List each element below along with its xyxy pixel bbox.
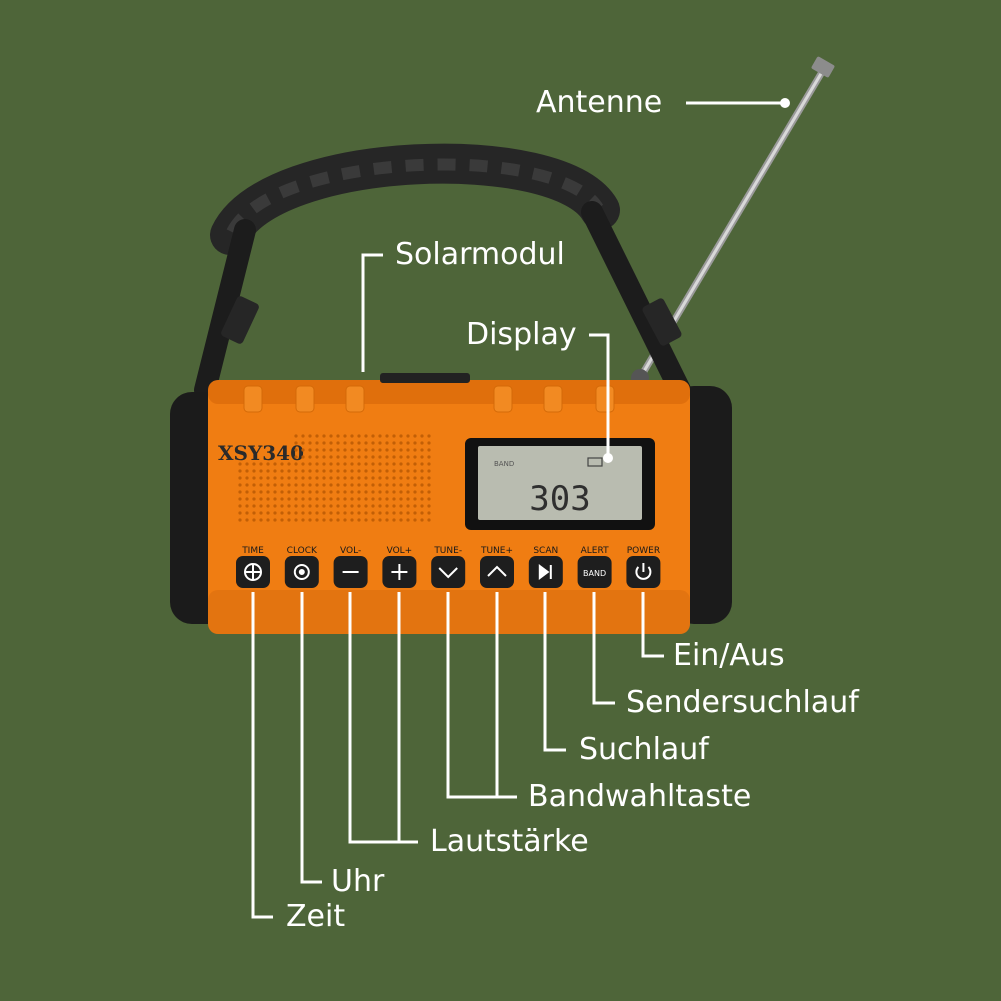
lcd-display: BAND 303: [465, 438, 655, 530]
callout-suchlauf: Suchlauf: [579, 732, 709, 767]
button-label: TUNE-: [433, 546, 462, 556]
button-tune-minus[interactable]: TUNE-: [431, 546, 466, 588]
model-label: XSY340: [218, 441, 304, 465]
button-label: SCAN: [533, 546, 558, 556]
carry-handle: [194, 143, 691, 401]
leader-uhr: [300, 592, 322, 884]
leader-display: [589, 333, 610, 458]
callout-uhr: Uhr: [331, 864, 385, 899]
leader-solarmodul: [361, 253, 383, 372]
battery-icon: [587, 457, 603, 467]
button-label: ALERT: [581, 546, 609, 556]
plus-icon: [391, 564, 408, 580]
leader-lautstaerke: [348, 592, 418, 844]
callout-lautstaerke: Lautstärke: [430, 824, 589, 859]
play-skip-icon: [538, 564, 552, 580]
callout-display: Display: [466, 317, 577, 352]
button-clock[interactable]: CLOCK: [284, 546, 319, 588]
callout-antenne: Antenne: [536, 85, 663, 120]
display-reading: 303: [529, 479, 590, 519]
chevron-down-icon: [438, 567, 458, 579]
button-label: CLOCK: [287, 546, 318, 556]
leader-lines: [251, 98, 790, 919]
leader-ein-aus: [641, 592, 664, 658]
solar-panel: [380, 373, 470, 383]
power-icon: [635, 563, 652, 580]
button-scan[interactable]: SCAN: [528, 546, 563, 588]
speaker-grille: [238, 434, 431, 522]
crosshair-circle-icon: [244, 563, 262, 581]
button-alert[interactable]: ALERT BAND: [577, 546, 612, 588]
button-time[interactable]: TIME: [236, 546, 270, 588]
button-row: TIME CLOCK VOL- VOL+ TUNE- TUNE+ SCAN ALERT BAND…: [236, 546, 661, 588]
chevron-up-icon: [487, 565, 507, 577]
leader-zeit: [251, 592, 273, 919]
button-label: VOL-: [340, 546, 361, 556]
button-label: TIME: [241, 546, 264, 556]
button-tune-plus[interactable]: TUNE+: [480, 546, 514, 588]
button-label: TUNE+: [480, 546, 513, 556]
callout-ein-aus: Ein/Aus: [673, 638, 785, 673]
callout-sendersuchlauf: Sendersuchlauf: [626, 685, 859, 720]
button-label: POWER: [627, 546, 660, 556]
callout-solarmodul: Solarmodul: [395, 237, 565, 272]
clock-icon: [293, 564, 310, 580]
button-power[interactable]: POWER: [626, 546, 661, 588]
button-label: VOL+: [387, 546, 413, 556]
display-small-text: BAND: [494, 460, 514, 468]
leader-suchlauf: [543, 592, 566, 752]
band-text-icon: BAND: [583, 569, 606, 578]
button-vol-plus[interactable]: VOL+: [382, 546, 417, 588]
callout-zeit: Zeit: [286, 899, 346, 934]
callout-bandwahltaste: Bandwahltaste: [528, 779, 752, 814]
leader-bandwahltaste: [446, 592, 517, 799]
button-vol-minus[interactable]: VOL-: [333, 546, 368, 588]
leader-sendersuchlauf: [592, 592, 615, 705]
